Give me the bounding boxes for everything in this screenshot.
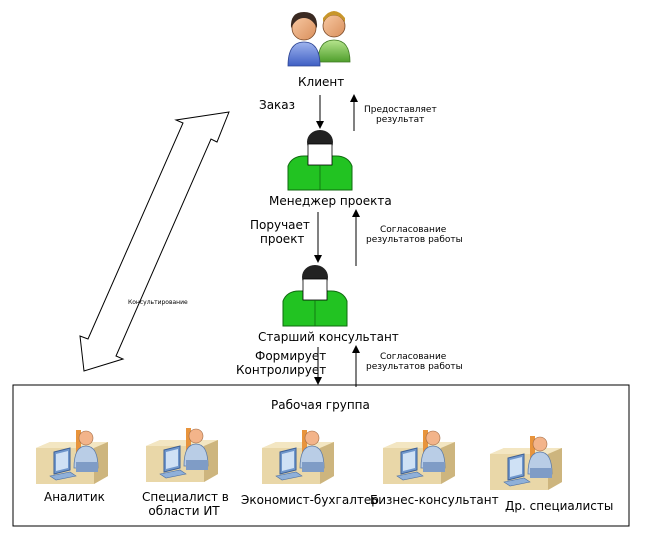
member-analyst: Аналитик bbox=[44, 490, 105, 504]
senior-consultant-icon bbox=[282, 265, 348, 327]
consulting-double-arrow bbox=[79, 111, 230, 372]
worker-icon-economist bbox=[262, 429, 334, 485]
manager-label: Менеджер проекта bbox=[269, 194, 392, 208]
senior-consultant-label: Старший консультант bbox=[258, 330, 399, 344]
order-label: Заказ bbox=[259, 98, 296, 112]
member-other: Др. специалисты bbox=[505, 499, 614, 513]
member-business-consultant: Бизнес-консультант bbox=[370, 493, 499, 507]
workgroup-title: Рабочая группа bbox=[271, 398, 370, 412]
worker-icon-business bbox=[383, 429, 455, 485]
worker-icon-other bbox=[490, 435, 562, 491]
member-economist: Экономист-бухгалтер bbox=[241, 493, 379, 507]
workgroup-box bbox=[12, 384, 630, 527]
provides-result-label: Предоставляет результат bbox=[364, 105, 437, 126]
worker-icon-analyst bbox=[36, 429, 108, 485]
approve-results-label-2: Согласование результатов работы bbox=[366, 352, 463, 373]
worker-icon-it bbox=[146, 427, 218, 483]
manager-icon bbox=[287, 130, 353, 191]
approve-results-label-1: Согласование результатов работы bbox=[366, 225, 463, 246]
consulting-label: Консультирование bbox=[128, 299, 188, 306]
client-label: Клиент bbox=[298, 75, 345, 89]
client-icon bbox=[287, 11, 351, 67]
assigns-project-label: Поручает проект bbox=[250, 218, 310, 246]
forms-controls-label: Формирует Контролирует bbox=[236, 349, 327, 377]
member-it-specialist: Специалист в области ИТ bbox=[142, 490, 229, 518]
